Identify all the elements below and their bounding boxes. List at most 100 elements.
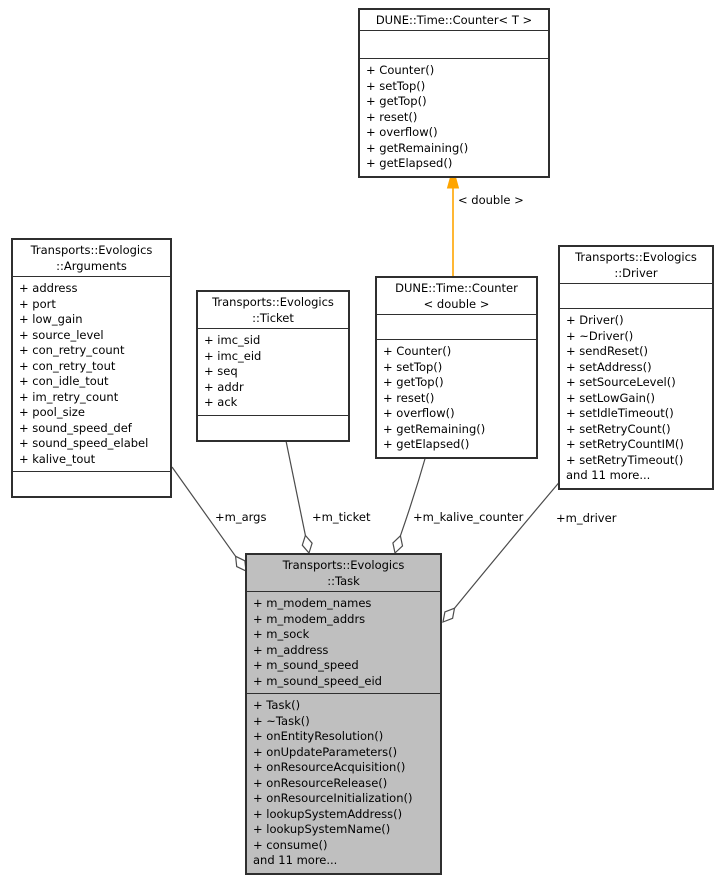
title-line: ::Ticket	[252, 311, 294, 325]
method-row: + getTop()	[366, 94, 427, 108]
class-title: DUNE::Time::Counter< double >	[377, 278, 536, 314]
class-node-arguments[interactable]: Transports::Evologics::Arguments + addre…	[11, 238, 172, 498]
attributes-section	[560, 283, 712, 308]
class-title: Transports::Evologics::Driver	[560, 247, 712, 283]
methods-section	[198, 414, 348, 440]
title-line: Transports::Evologics	[212, 295, 334, 309]
method-row: and 11 more...	[566, 468, 651, 482]
method-row: + setIdleTimeout()	[566, 406, 674, 420]
edge-label-m-ticket: +m_ticket	[312, 510, 371, 524]
method-row: + setAddress()	[566, 359, 652, 374]
attribute-row: + seq	[204, 364, 238, 378]
edge-label-m-driver: +m_driver	[556, 511, 617, 525]
attribute-row: + m_address	[253, 642, 329, 657]
method-row: + setTop()	[383, 359, 443, 374]
class-node-task-current: Transports::Evologics::Task + m_modem_na…	[245, 553, 442, 875]
method-row: + onUpdateParameters()	[253, 744, 398, 759]
title-line: Transports::Evologics	[575, 250, 697, 264]
class-node-dune-time-counter-t[interactable]: DUNE::Time::Counter< T > + Counter()+ se…	[358, 8, 550, 178]
method-row: + getElapsed()	[383, 437, 470, 451]
method-row: + onResourceRelease()	[253, 775, 388, 790]
attribute-row: + m_modem_names	[253, 596, 372, 610]
class-title: Transports::Evologics::Task	[247, 555, 440, 591]
method-row: + onResourceAcquisition()	[253, 760, 406, 774]
attribute-row: + source_level	[19, 327, 104, 342]
method-row: + Counter()	[366, 63, 435, 77]
attribute-row: + im_retry_count	[19, 389, 119, 404]
method-row: + onEntityResolution()	[253, 729, 384, 743]
method-row: + getRemaining()	[383, 421, 486, 436]
method-row: + Driver()	[566, 313, 624, 327]
attribute-row: + pool_size	[19, 405, 85, 419]
method-row: + Counter()	[383, 344, 452, 358]
title-line: ::Task	[327, 574, 360, 588]
class-node-driver[interactable]: Transports::Evologics::Driver + Driver()…	[558, 245, 714, 490]
class-title: Transports::Evologics::Arguments	[13, 240, 170, 276]
attribute-row: + address	[19, 281, 78, 295]
edge-label-m-kalive-counter: +m_kalive_counter	[413, 510, 524, 524]
attribute-row: + sound_speed_elabel	[19, 436, 149, 450]
attribute-row: + con_retry_count	[19, 343, 125, 357]
attribute-row: + m_modem_addrs	[253, 611, 366, 626]
title-line: < double >	[423, 297, 490, 311]
diamond-m-ticket-icon	[301, 534, 313, 555]
method-row: + setRetryTimeout()	[566, 452, 684, 467]
method-row: + overflow()	[383, 406, 455, 420]
attribute-row: + ack	[204, 395, 238, 409]
method-row: + getRemaining()	[366, 140, 469, 155]
method-row: + getTop()	[383, 375, 444, 389]
method-row: + setRetryCount()	[566, 421, 671, 436]
class-node-dune-time-counter-double[interactable]: DUNE::Time::Counter< double > + Counter(…	[375, 276, 538, 459]
method-row: + overflow()	[366, 125, 438, 139]
attribute-row: + con_idle_tout	[19, 374, 109, 388]
class-node-ticket[interactable]: Transports::Evologics::Ticket + imc_sid+…	[196, 290, 350, 442]
method-row: + setRetryCountIM()	[566, 437, 684, 451]
methods-section: + Driver()+ ~Driver()+ sendReset()+ setA…	[560, 308, 712, 488]
method-row: + reset()	[383, 390, 435, 405]
attribute-row: + con_retry_tout	[19, 358, 116, 373]
methods-section	[13, 471, 170, 496]
title-line: Transports::Evologics	[282, 558, 405, 572]
title-line: Transports::Evologics	[30, 243, 153, 257]
title-line: DUNE::Time::Counter< T >	[375, 13, 533, 27]
method-row: + Task()	[253, 698, 301, 712]
attribute-row: + port	[19, 296, 56, 311]
attribute-row: + low_gain	[19, 312, 83, 326]
method-row: + onResourceInitialization()	[253, 791, 413, 805]
attribute-row: + addr	[204, 379, 244, 394]
diamond-m-driver-icon	[442, 607, 456, 623]
attribute-row: + imc_eid	[204, 348, 262, 363]
attributes-section: + address+ port+ low_gain+ source_level+…	[13, 276, 170, 471]
edge-label-template-double: < double >	[458, 193, 524, 207]
method-row: + sendReset()	[566, 344, 649, 358]
attribute-row: + kalive_tout	[19, 451, 96, 466]
class-title: DUNE::Time::Counter< T >	[360, 10, 548, 30]
attribute-row: + imc_sid	[204, 333, 261, 347]
method-row: + ~Driver()	[566, 328, 634, 343]
attribute-row: + m_sound_speed_eid	[253, 673, 382, 688]
method-row: + setSourceLevel()	[566, 375, 676, 389]
method-row: + lookupSystemAddress()	[253, 806, 403, 821]
attributes-section	[377, 314, 536, 339]
methods-section: + Counter()+ setTop()+ getTop()+ reset()…	[360, 58, 548, 176]
method-row: + ~Task()	[253, 713, 310, 728]
title-line: ::Arguments	[56, 259, 127, 273]
attribute-row: + m_sound_speed	[253, 658, 359, 672]
edge-m-driver	[454, 478, 563, 609]
attribute-row: + m_sock	[253, 627, 310, 641]
title-line: ::Driver	[614, 266, 658, 280]
class-title: Transports::Evologics::Ticket	[198, 292, 348, 328]
diamond-m-kalive-counter-icon	[392, 534, 404, 555]
method-row: + getElapsed()	[366, 156, 453, 170]
method-row: + setTop()	[366, 78, 426, 93]
attributes-section	[360, 30, 548, 58]
attributes-section: + imc_sid+ imc_eid+ seq+ addr+ ack	[198, 328, 348, 415]
title-line: DUNE::Time::Counter	[395, 281, 518, 295]
method-row: + setLowGain()	[566, 390, 655, 405]
method-row: and 11 more...	[253, 853, 338, 867]
method-row: + consume()	[253, 837, 328, 852]
attributes-section: + m_modem_names+ m_modem_addrs+ m_sock+ …	[247, 591, 440, 693]
methods-section: + Counter()+ setTop()+ getTop()+ reset()…	[377, 339, 536, 457]
attribute-row: + sound_speed_def	[19, 420, 132, 435]
edge-label-m-args: +m_args	[215, 510, 267, 524]
